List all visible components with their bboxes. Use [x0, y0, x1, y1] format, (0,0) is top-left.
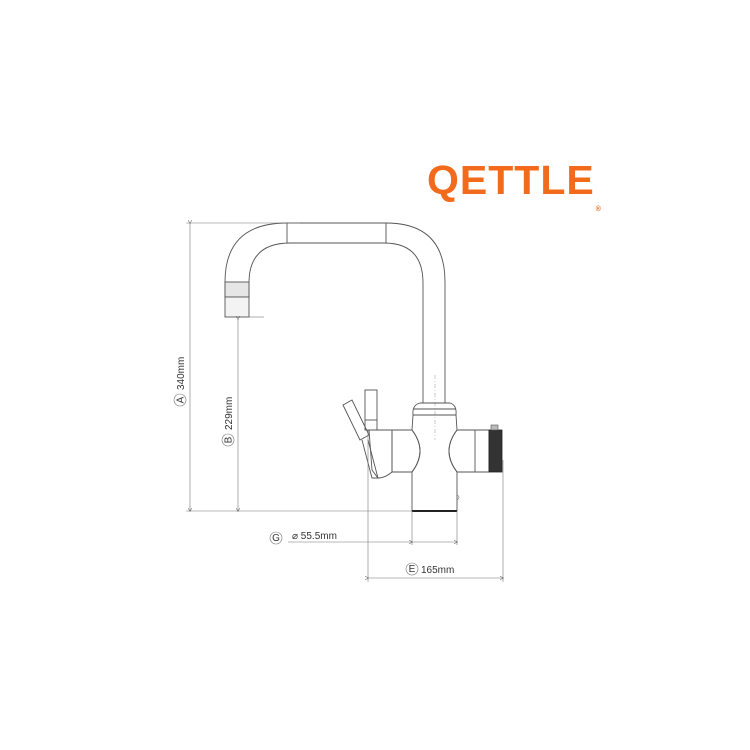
hot-lever	[364, 389, 378, 431]
dimension-b-value: 229mm	[224, 397, 235, 430]
dimension-g-value: ⌀ 55.5mm	[292, 531, 337, 542]
spout	[224, 222, 446, 440]
dimension-g-letter: G	[272, 533, 280, 544]
dimension-b: B 229mm	[221, 319, 238, 511]
tap-body	[342, 389, 503, 512]
brand-logo: QETTLE®	[427, 157, 601, 213]
knurled-knob	[488, 429, 503, 473]
logo-text: QETTLE	[427, 157, 595, 203]
dimension-g: G ⌀ 55.5mm	[269, 511, 457, 545]
dimension-e-letter: E	[409, 564, 416, 575]
dimension-e: E 165mm	[368, 430, 503, 582]
dimension-a-value: 340mm	[176, 357, 187, 390]
dimension-a: A 340mm	[173, 223, 412, 511]
dimension-e-value: 165mm	[421, 565, 454, 576]
dimension-b-letter: B	[224, 436, 235, 443]
cold-lever	[342, 399, 370, 441]
dimension-a-letter: A	[176, 396, 187, 403]
registered-mark: ®	[595, 206, 602, 213]
